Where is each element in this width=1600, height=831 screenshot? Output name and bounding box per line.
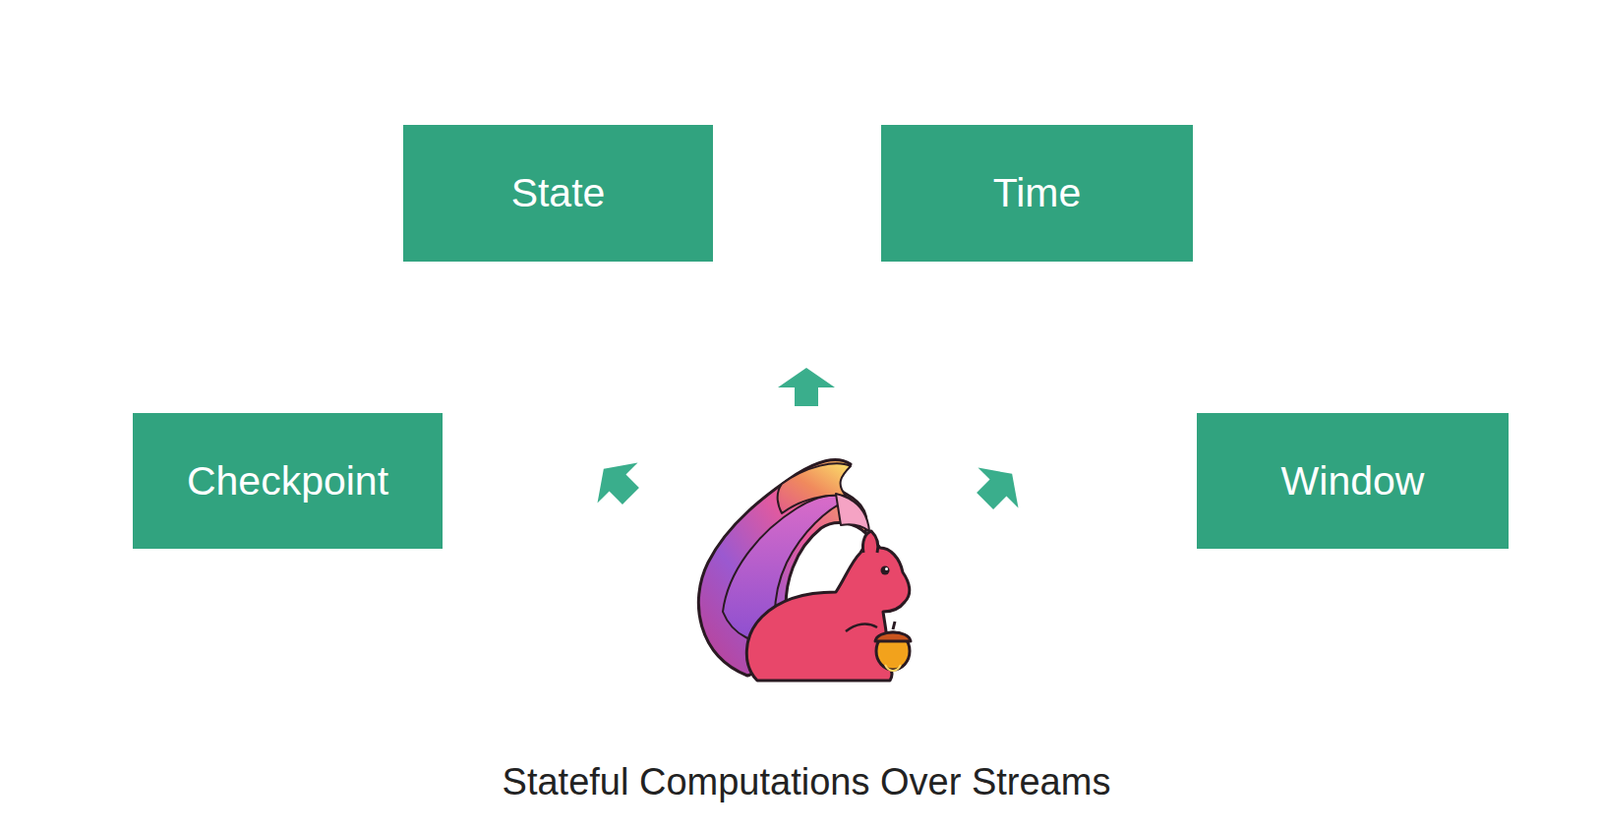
concept-box: Checkpoint: [132, 413, 443, 549]
flink-squirrel: [698, 459, 911, 681]
arrow-up: [777, 367, 835, 407]
caption: Stateful Computations Over Streams: [502, 761, 1112, 804]
box-label: Checkpoint: [173, 458, 403, 505]
arrow-up-right: [964, 453, 1033, 522]
box-label: State: [497, 170, 620, 217]
box-label: Time: [979, 170, 1096, 217]
concept-box: State: [403, 124, 713, 262]
box-label: Window: [1267, 458, 1439, 505]
arrow-up-left: [583, 448, 652, 517]
concept-box: Window: [1196, 413, 1509, 549]
concept-box: Time: [881, 124, 1193, 262]
